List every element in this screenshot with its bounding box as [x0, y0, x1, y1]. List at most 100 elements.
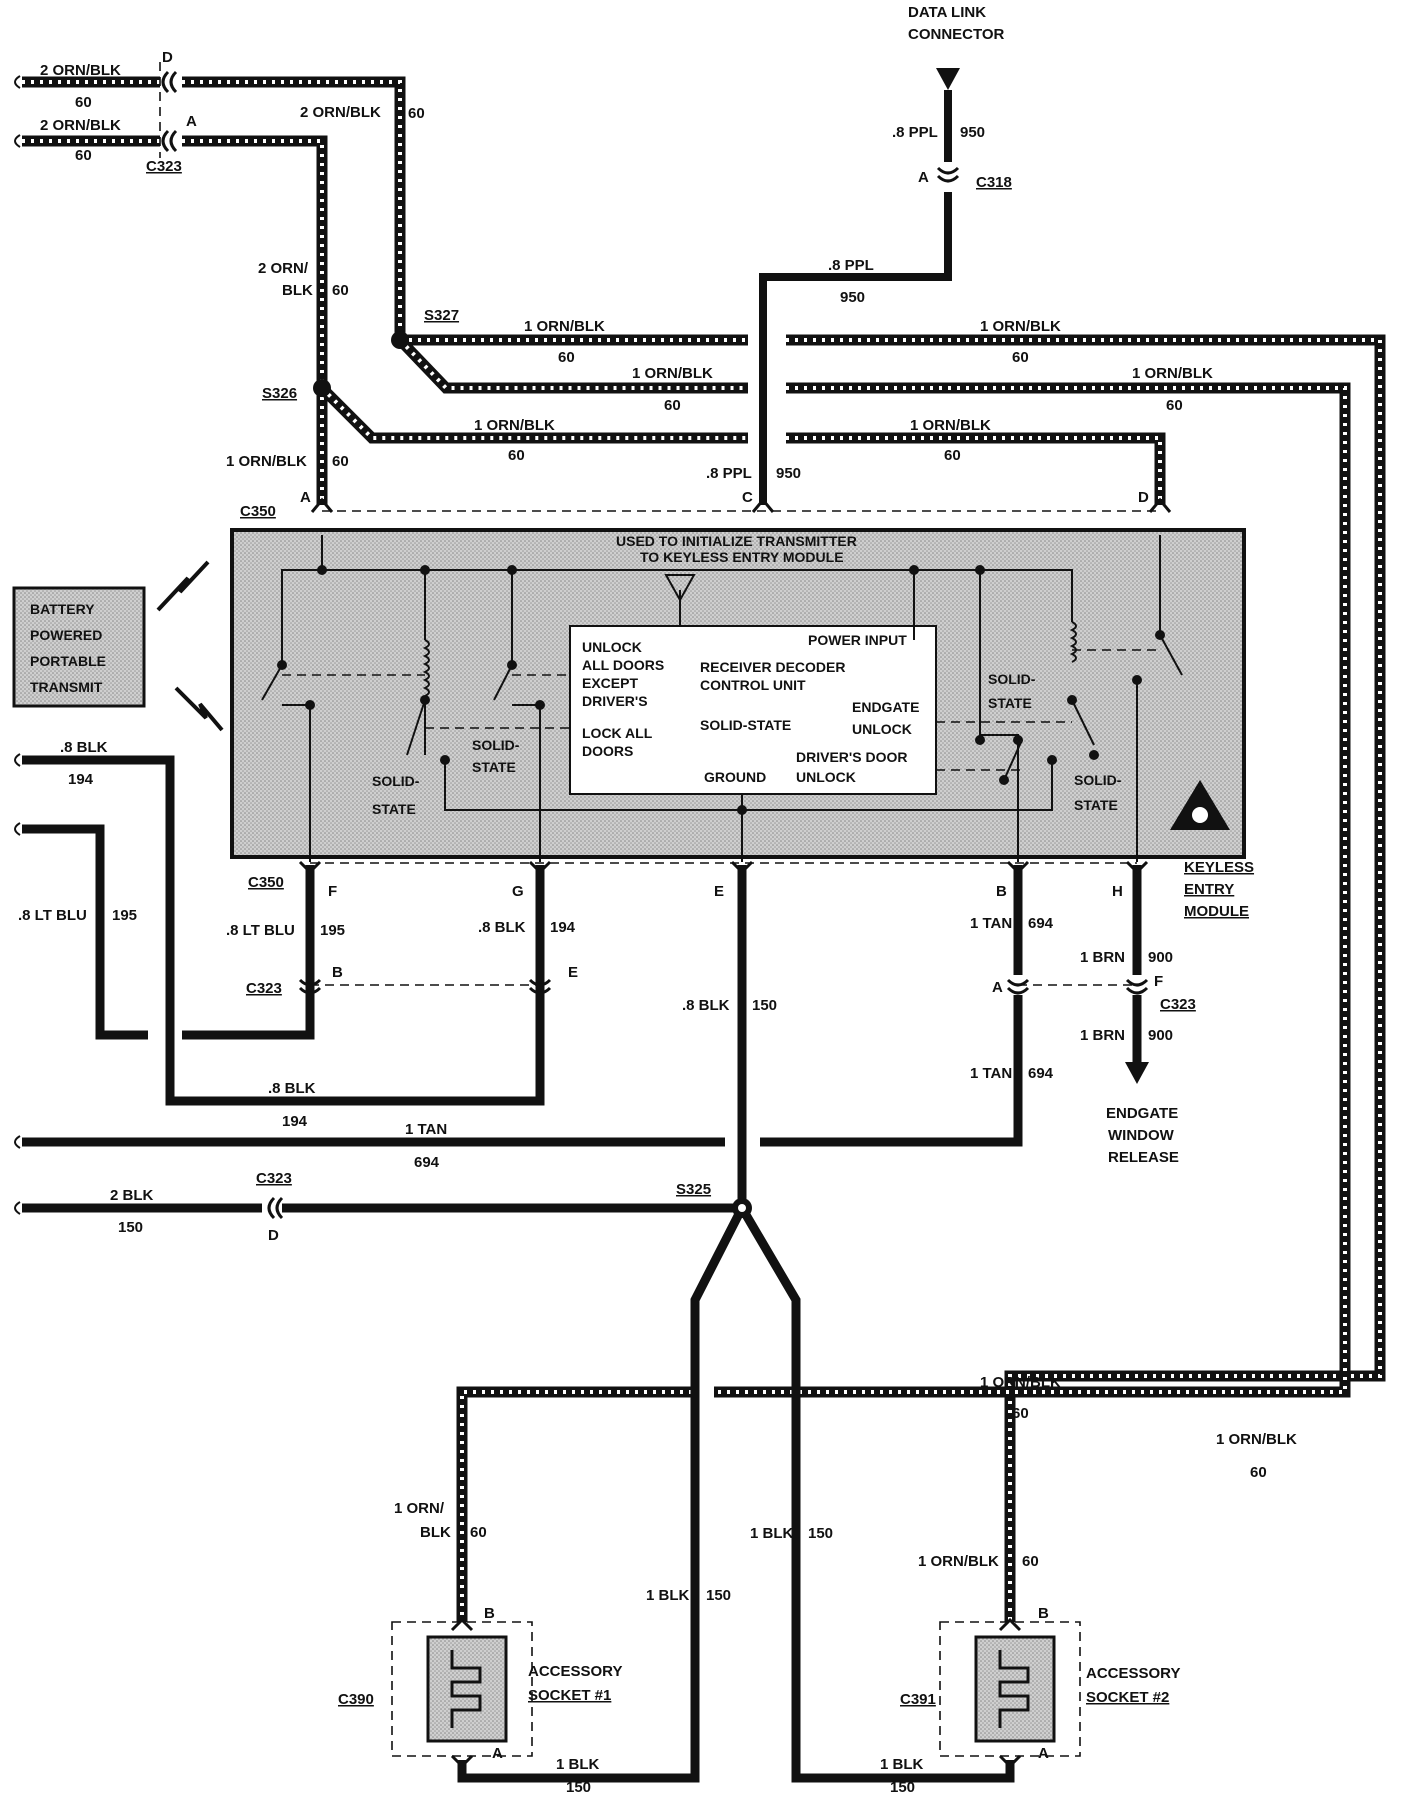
wire-number: 194 [550, 919, 576, 936]
module-text: STATE [1074, 797, 1118, 813]
accessory-socket-2 [974, 1635, 1056, 1743]
wire-number: 195 [112, 907, 137, 924]
load-label: SOCKET #1 [528, 1687, 611, 1704]
wire-number: 60 [1022, 1553, 1039, 1570]
wire-number: 950 [840, 289, 865, 306]
wire-label: .8 BLK [60, 739, 108, 756]
wire-number: 195 [320, 922, 345, 939]
pin-letter: C [742, 489, 753, 506]
data-link-arrow-icon [936, 68, 960, 90]
connector-id: C323 [246, 980, 282, 997]
module-text: STATE [988, 695, 1032, 711]
transmitter-box [12, 586, 146, 708]
module-text: UNLOCK [852, 721, 912, 737]
module-text: CONTROL UNIT [700, 677, 806, 693]
module-text: SOLID- [1074, 772, 1122, 788]
connector-id: C323 [146, 158, 182, 175]
module-text: SOLID- [372, 773, 420, 789]
wire-number: 900 [1148, 949, 1173, 966]
wire-label: 2 ORN/BLK [40, 62, 121, 79]
pin-letter: F [328, 883, 337, 900]
splice-id: S326 [262, 385, 297, 402]
pin-letter: D [162, 49, 173, 66]
load-label: WINDOW [1108, 1127, 1175, 1144]
wire-label: .8 BLK [682, 997, 730, 1014]
data-link-label-2: CONNECTOR [908, 26, 1005, 43]
wire-label: BLK [420, 1524, 451, 1541]
wire-label: 1 ORN/ [394, 1500, 445, 1517]
pin-letter: B [996, 883, 1007, 900]
wire-number: 60 [1250, 1464, 1267, 1481]
pin-letter: E [568, 964, 578, 981]
wire-number: 694 [1028, 1065, 1054, 1082]
transmitter-text: POWERED [30, 627, 102, 643]
splice-id: S325 [676, 1181, 711, 1198]
wire-number: 950 [776, 465, 801, 482]
module-text: LOCK ALL [582, 725, 653, 741]
wire-label: 2 ORN/BLK [300, 104, 381, 121]
splice-id: S327 [424, 307, 459, 324]
wire-label: 1 TAN [970, 1065, 1012, 1082]
wire-label: 1 ORN/BLK [474, 417, 555, 434]
pin-letter: D [1138, 489, 1149, 506]
wire-number: 60 [664, 397, 681, 414]
wire-number: 150 [566, 1779, 591, 1794]
wire-number: 60 [944, 447, 961, 464]
wire-number: 694 [1028, 915, 1054, 932]
module-title: USED TO INITIALIZE TRANSMITTER [616, 533, 857, 549]
wire-label: .8 PPL [828, 257, 874, 274]
wire-label: 1 TAN [970, 915, 1012, 932]
wire-label: 1 BLK [556, 1756, 600, 1773]
wire-label: 1 TAN [405, 1121, 447, 1138]
wire-number: 950 [960, 124, 985, 141]
pin-letter: A [300, 489, 311, 506]
wire-label: .8 BLK [478, 919, 526, 936]
module-text: STATE [372, 801, 416, 817]
wire-label: .8 BLK [268, 1080, 316, 1097]
wire-label: .8 PPL [892, 124, 938, 141]
module-name: ENTRY [1184, 881, 1234, 898]
wire-label: 1 BRN [1080, 1027, 1125, 1044]
wire-number: 194 [282, 1113, 308, 1130]
module-text: ALL DOORS [582, 657, 664, 673]
module-text: DRIVER'S DOOR [796, 749, 907, 765]
wire-label: 1 BLK [646, 1587, 690, 1604]
labels: DATA LINK CONNECTOR 2 ORN/BLK 60 2 ORN/B… [18, 4, 1297, 1794]
pin-letter: D [268, 1227, 279, 1244]
wire-label: 1 ORN/BLK [632, 365, 713, 382]
module-text: SOLID-STATE [700, 717, 791, 733]
splice-s327 [391, 331, 409, 349]
transmitter-text: BATTERY [30, 601, 95, 617]
module-text: POWER INPUT [808, 632, 907, 648]
pin-letter: A [1038, 1745, 1049, 1762]
wire-label: .8 LT BLU [226, 922, 295, 939]
module-text: DOORS [582, 743, 633, 759]
connector-id: C350 [240, 503, 276, 520]
keyless-entry-module [230, 528, 1246, 862]
wire-number: 60 [470, 1524, 487, 1541]
signal-icon [156, 560, 210, 612]
wire-label: .8 PPL [706, 465, 752, 482]
wire-number: 60 [1166, 397, 1183, 414]
wire-number: 60 [75, 94, 92, 111]
wire-number: 60 [408, 105, 425, 122]
wire-number: 60 [1012, 349, 1029, 366]
load-label: ENDGATE [1106, 1105, 1178, 1122]
wire-label: 1 BRN [1080, 949, 1125, 966]
wire-label: 1 ORN/BLK [1216, 1431, 1297, 1448]
pin-letter: H [1112, 883, 1123, 900]
pin-letter: A [492, 1745, 503, 1762]
module-text: EXCEPT [582, 675, 638, 691]
module-text: GROUND [704, 769, 766, 785]
pin-letter: B [1038, 1605, 1049, 1622]
wire-label: 1 ORN/BLK [918, 1553, 999, 1570]
pin-letter: E [714, 883, 724, 900]
load-label: ACCESSORY [528, 1663, 622, 1680]
wire-number: 150 [118, 1219, 143, 1236]
pin-letter: A [186, 113, 197, 130]
wire-label: 1 ORN/BLK [524, 318, 605, 335]
connector-id: C391 [900, 1691, 936, 1708]
wire-number: 900 [1148, 1027, 1173, 1044]
wire-number: 150 [808, 1525, 833, 1542]
